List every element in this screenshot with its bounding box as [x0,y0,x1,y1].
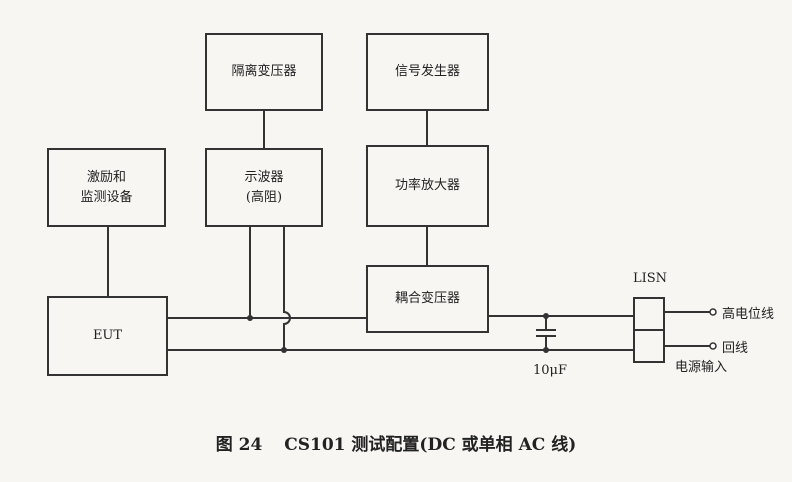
signal-generator-block: 信号发生器 [366,33,489,111]
figure-number: 图 24 [215,435,263,455]
power-amplifier-block: 功率放大器 [366,145,489,227]
block-label: (高阻) [245,189,283,205]
return-label: 回线 [722,341,749,356]
junction-dot [281,347,287,353]
power-input-label: 电源输入 [675,360,728,375]
isolation-transformer-block: 隔离变压器 [205,33,323,111]
block-label: 功率放大器 [394,178,460,193]
figure-caption: 图 24 CS101 测试配置(DC 或单相 AC 线) [0,430,792,455]
terminal-high [709,308,717,316]
junction-dot [543,347,549,353]
figure-title: CS101 测试配置(DC 或单相 AC 线) [284,435,577,455]
lisn-box-bottom [633,329,665,363]
high-side-label: 高电位线 [722,307,775,322]
stimulus-monitor-block: 激励和监测设备 [47,148,166,227]
junction-dot [247,315,253,321]
block-label: 监测设备 [80,189,133,205]
block-label: EUT [92,328,123,343]
block-label: 示波器 [244,169,284,185]
capacitor-label: 10μF [533,363,568,378]
eut-block: EUT [47,296,168,376]
wire-scope-probe-2 [283,226,291,350]
block-label: 信号发生器 [394,64,460,79]
lisn-box-top [633,297,665,331]
terminal-return [709,342,717,350]
coupling-transformer-block: 耦合变压器 [366,265,489,333]
lisn-label: LISN [633,271,668,286]
oscilloscope-block: 示波器 (高阻) [205,148,323,227]
block-label: 激励和 [86,169,126,185]
junction-dot [543,313,549,319]
block-label: 隔离变压器 [231,64,297,79]
block-label: 耦合变压器 [394,291,460,306]
